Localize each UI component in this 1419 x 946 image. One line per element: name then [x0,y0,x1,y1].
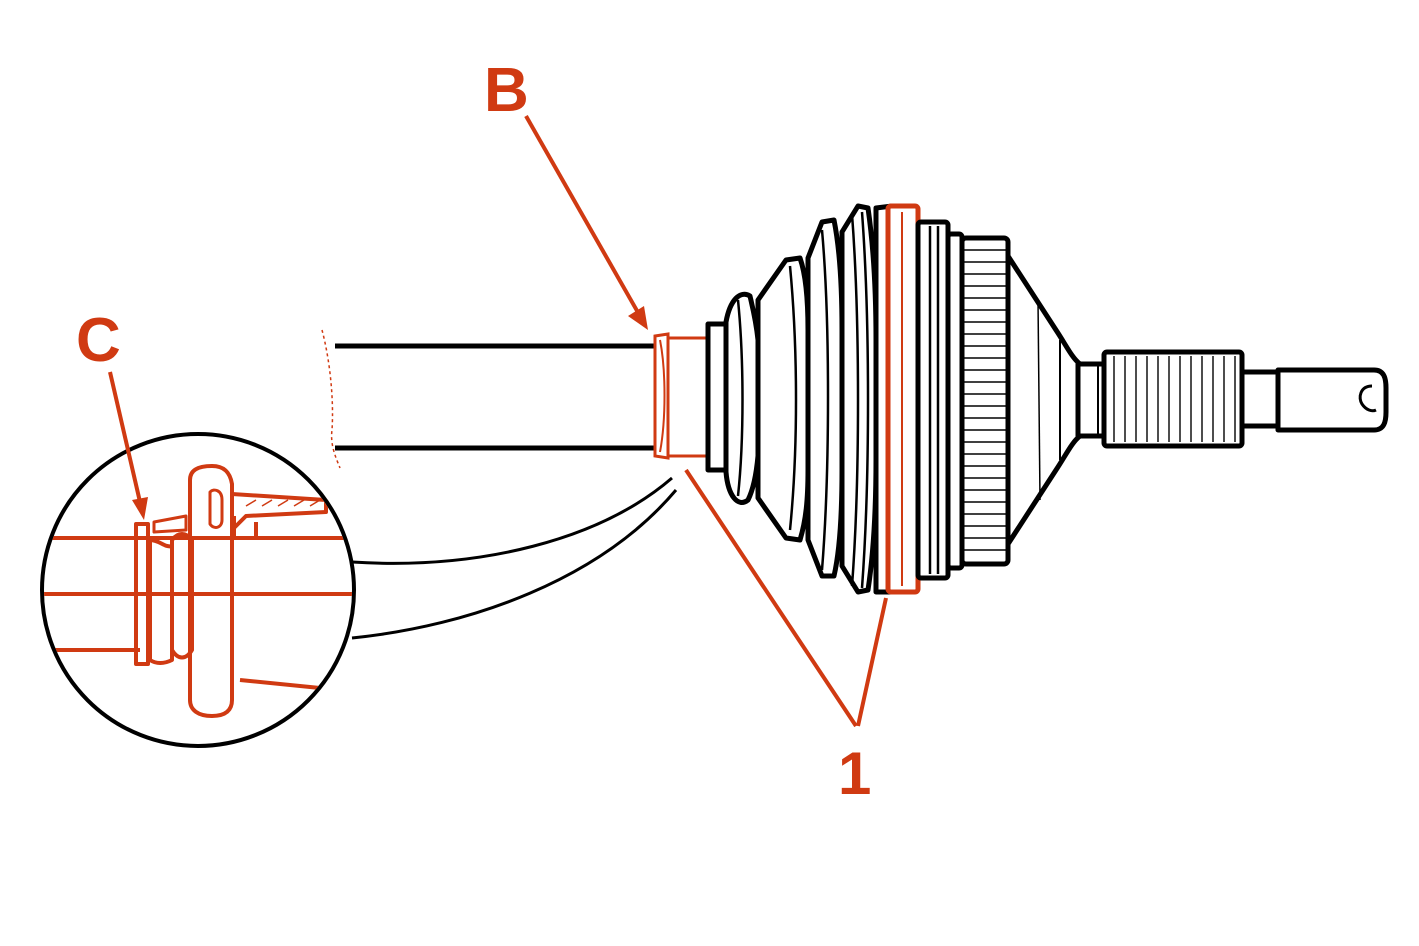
abs-tone-ring [959,235,1011,567]
arrowhead-c [132,497,148,520]
leader-lines [108,115,888,728]
cv-housing-lines [928,226,940,574]
cv-housing [915,219,965,581]
callout-label-b: B [484,56,529,125]
leader-1a [684,468,858,728]
stub-axle [1005,253,1389,547]
boot-fold-lines [736,211,870,589]
callout-label-1: 1 [838,740,872,807]
stub-axle-details [1037,299,1377,501]
leader-1b [856,597,888,727]
drive-shaft [321,329,660,469]
leader-b [524,115,642,317]
callout-label-c: C [76,306,121,375]
magnifier-connectors [351,476,678,640]
detail-magnifier [40,432,356,748]
leader-arrowheads [132,306,648,520]
clamp-ring-1 [885,203,921,595]
arrowhead-b [628,306,648,330]
collar-b [653,332,710,460]
leader-c [108,371,142,503]
